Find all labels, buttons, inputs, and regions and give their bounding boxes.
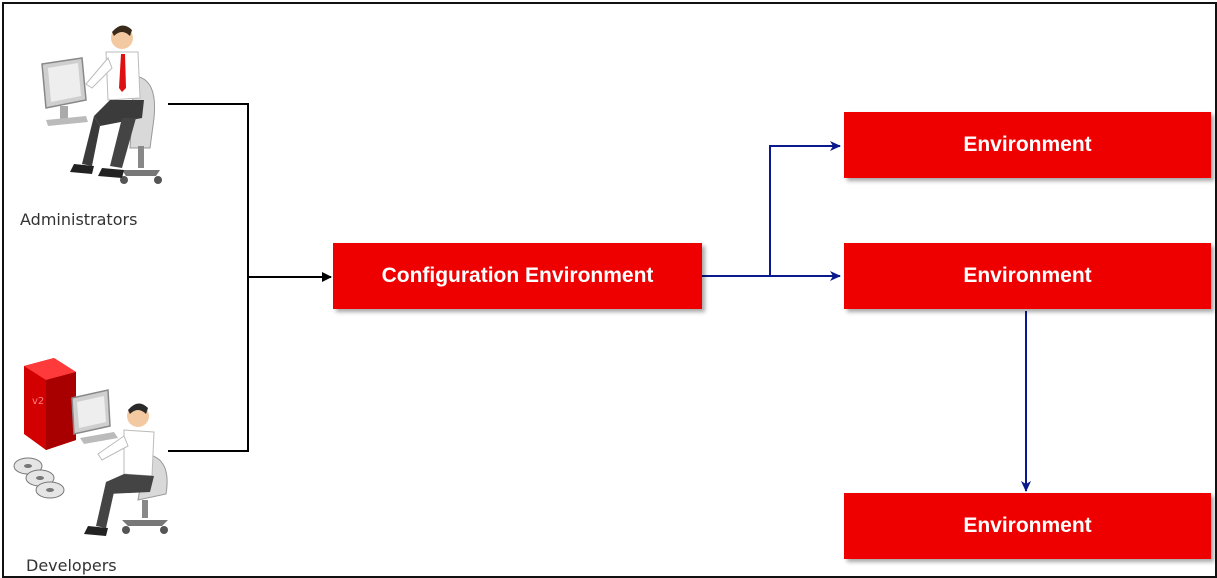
environment-box-bottom: Environment	[844, 493, 1211, 559]
connector-lines	[168, 103, 1031, 492]
developer-at-workstation-icon: v2	[13, 358, 168, 536]
configuration-environment-box: Configuration Environment	[333, 243, 702, 309]
developers-connector	[168, 277, 249, 452]
administrators-connector	[168, 103, 249, 277]
environment-box-middle: Environment	[844, 243, 1211, 309]
disc-stack-icon	[13, 457, 65, 499]
developers-label: Developers	[26, 556, 117, 575]
to-env-top-arrow	[769, 141, 841, 276]
administrator-at-workstation-icon	[41, 25, 162, 184]
administrators-label: Administrators	[20, 210, 138, 229]
environment-box-top: Environment	[844, 112, 1211, 178]
svg-text:v2: v2	[32, 396, 44, 407]
server-tower-icon: v2	[24, 358, 76, 450]
